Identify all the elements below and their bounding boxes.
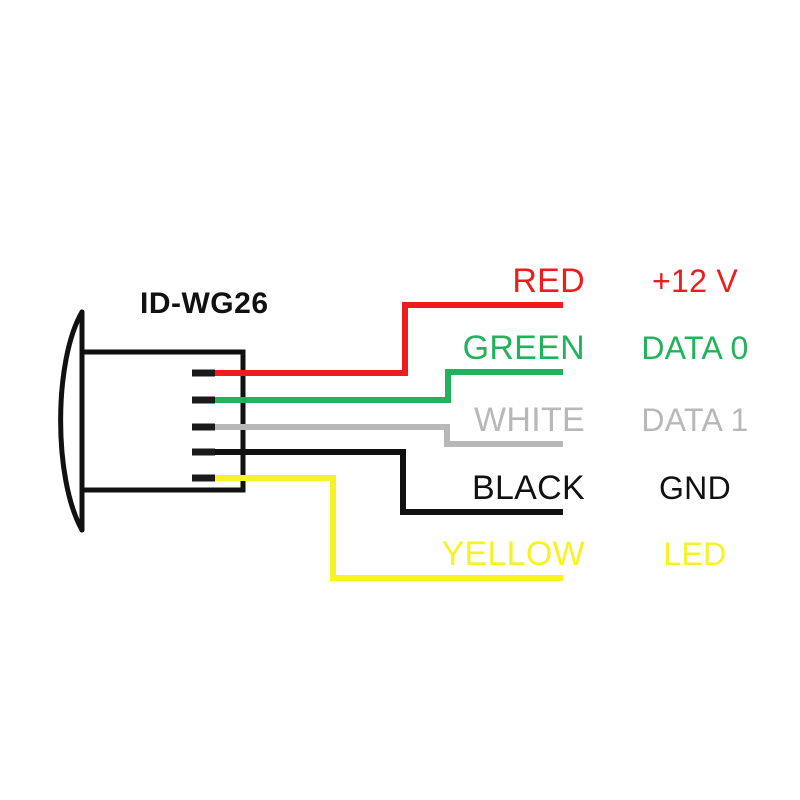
wire-name-green: GREEN: [463, 329, 585, 367]
wire-label-layer: RED +12 V GREEN DATA 0 WHITE DATA 1 BLACK GND YE…: [441, 262, 748, 573]
wire-function-red: +12 V: [652, 263, 738, 299]
wire-red: [215, 302, 563, 376]
wire-function-black: GND: [659, 470, 731, 506]
wire-name-white: WHITE: [474, 401, 585, 439]
wire-name-red: RED: [512, 262, 585, 300]
device-housing: [58, 309, 246, 533]
wire-yellow: [215, 475, 563, 581]
device-lens-crescent: [58, 309, 85, 533]
wire-black: [215, 449, 563, 515]
wire-function-green: DATA 0: [641, 330, 748, 366]
wire-name-yellow: YELLOW: [441, 535, 585, 573]
wire-white: [215, 424, 563, 447]
wire-green: [215, 369, 563, 403]
wire-function-yellow: LED: [663, 536, 726, 572]
device-body-outline: [82, 349, 246, 493]
wire-function-white: DATA 1: [641, 402, 748, 438]
wire-layer: [192, 302, 563, 581]
device-title: ID-WG26: [140, 287, 269, 320]
wire-name-black: BLACK: [472, 469, 585, 507]
